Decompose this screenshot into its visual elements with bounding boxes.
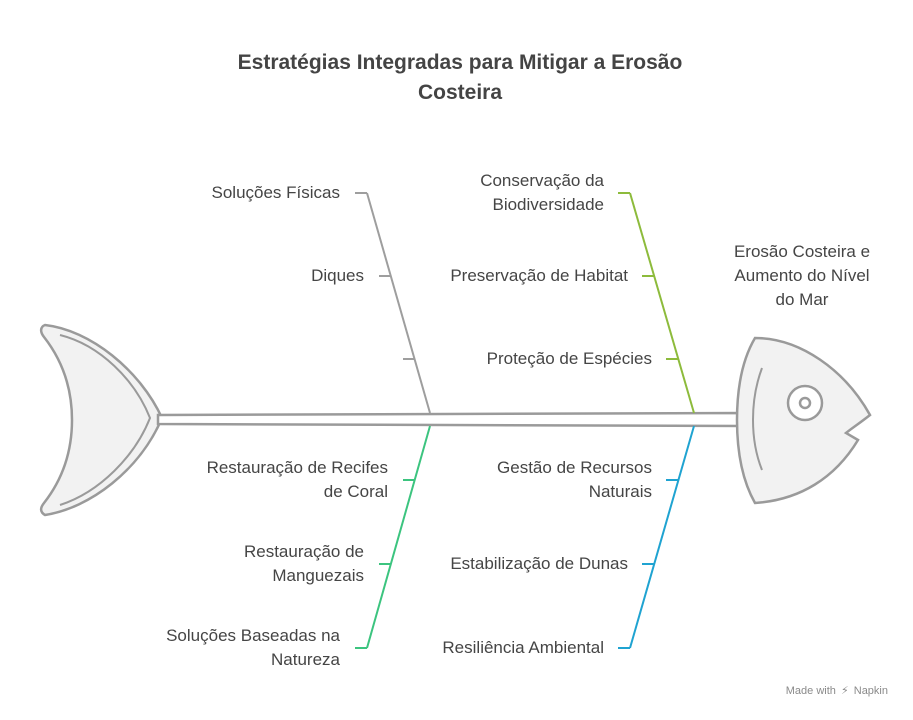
fish-gill [752,367,763,471]
effect-label: Erosão Costeira e Aumento do Nível do Ma… [733,242,871,309]
fish-pupil [798,396,812,410]
diagram-title: Estratégias Integradas para Mitigar a Er… [160,48,760,108]
cause-conservacao-biodiversidade: Conservação da Biodiversidade [480,171,604,214]
bone-top-left [366,192,431,414]
cause-restauracao-recifes: Restauração de Recifes de Coral [206,458,388,501]
cause-solucoes-fisicas: Soluções Físicas [211,183,341,202]
cause-gestao-recursos: Gestão de Recursos Naturais [497,458,652,501]
napkin-bolt-icon: ⚡ [840,685,849,697]
cause-resiliencia-ambiental: Resiliência Ambiental [442,638,604,657]
title-line-1: Estratégias Integradas para Mitigar a Er… [237,51,683,74]
cause-restauracao-manguezais: Restauração de Manguezais [243,542,364,585]
made-with-text: Made with [785,685,836,697]
cause-solucoes-natureza: Soluções Baseadas na Natureza [166,626,340,669]
bone-top-right [629,192,695,414]
fish-tail [39,323,164,517]
napkin-footer: Made with ⚡ Napkin [786,684,888,697]
cause-estabilizacao-dunas: Estabilização de Dunas [450,554,628,573]
bone-bottom-right [629,425,695,649]
bone-bottom-left [366,425,431,649]
fish-spine [156,411,747,428]
cause-preservacao-habitat: Preservação de Habitat [450,266,628,285]
cause-diques: Diques [311,266,364,285]
napkin-brand: Napkin [853,685,888,697]
fish-tail-inner [59,334,152,506]
title-line-2: Costeira [417,81,503,104]
cause-protecao-especies: Proteção de Espécies [486,349,652,368]
